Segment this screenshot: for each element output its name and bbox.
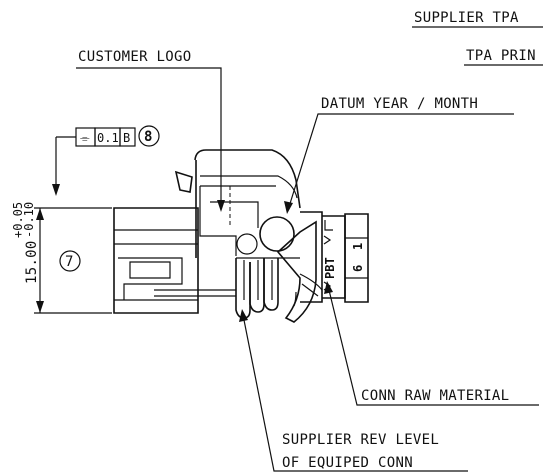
customer-logo-arrowhead bbox=[217, 200, 225, 212]
datum-year-month-arrowhead bbox=[284, 201, 293, 214]
date-digit-bottom: 6 bbox=[351, 265, 365, 272]
balloon-8-number: 8 bbox=[144, 129, 153, 145]
supplier-tpa-label: SUPPLIER TPA bbox=[414, 10, 519, 26]
supplier-rev-arrowhead bbox=[239, 309, 248, 322]
balloon-7 bbox=[59, 250, 81, 272]
datum-year-month-leader bbox=[287, 113, 514, 211]
date-digit-top: 1 bbox=[351, 243, 365, 250]
supplier-rev-leader bbox=[242, 314, 468, 472]
dimension-lower-tol: -0.10 bbox=[22, 202, 36, 238]
conn-raw-material-label: CONN RAW MATERIAL bbox=[361, 388, 509, 404]
balloon-7-number: 7 bbox=[65, 254, 74, 270]
customer-logo-leader bbox=[76, 67, 222, 208]
height-dimension: 15.00 +0.05 -0.10 7 bbox=[11, 202, 112, 314]
of-equiped-conn-label: OF EQUIPED CONN bbox=[282, 455, 413, 471]
gdt-datum-ref: B bbox=[123, 131, 130, 145]
pbt-mark: PBT bbox=[323, 257, 337, 279]
supplier-rev-level-label: SUPPLIER REV LEVEL bbox=[282, 432, 439, 448]
balloon-8 bbox=[138, 125, 160, 147]
conn-raw-material-arrowhead bbox=[324, 281, 333, 294]
tpa-prin-label: TPA PRIN bbox=[466, 48, 536, 64]
datum-year-month-label: DATUM YEAR / MONTH bbox=[321, 96, 478, 112]
gdt-tolerance-value: 0.1 bbox=[97, 131, 119, 145]
customer-logo-label: CUSTOMER LOGO bbox=[78, 49, 191, 65]
connector-body: PBT 1 6 bbox=[113, 149, 369, 323]
gdt-frame: ⌯ 0.1 B 8 bbox=[52, 125, 160, 196]
symmetry-symbol: ⌯ bbox=[80, 131, 90, 145]
dimension-upper-tol: +0.05 bbox=[11, 202, 25, 238]
conn-raw-material-leader bbox=[327, 285, 539, 406]
dimension-value: 15.00 bbox=[24, 240, 40, 284]
